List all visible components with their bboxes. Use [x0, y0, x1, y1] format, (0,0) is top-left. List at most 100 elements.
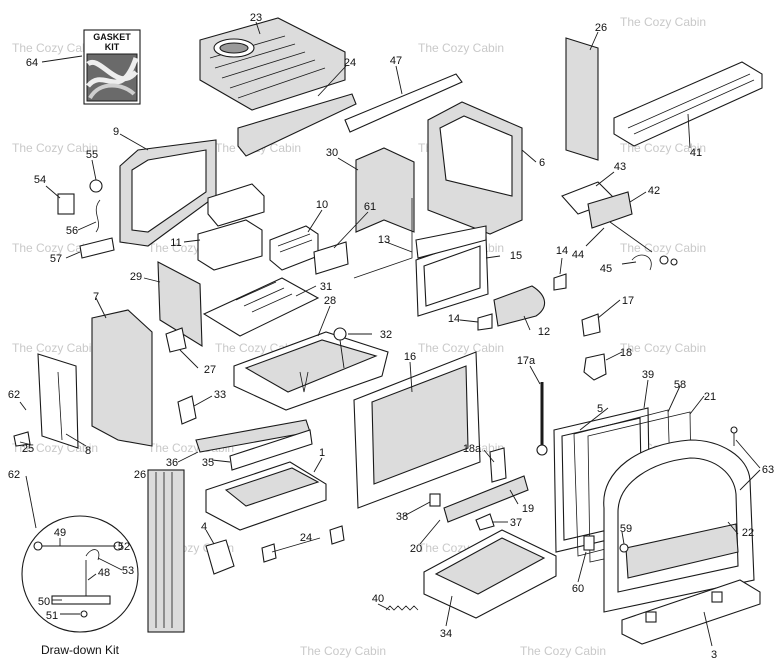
- insulation-strip: [313, 241, 349, 275]
- callout-62: 62: [8, 469, 20, 481]
- side-trim-left: [37, 353, 79, 449]
- firebox-body: [427, 101, 523, 235]
- callout-57: 57: [50, 253, 62, 265]
- callout-44: 44: [572, 249, 584, 261]
- door-latch: [583, 353, 607, 381]
- callout-33: 33: [214, 389, 226, 401]
- watermark: The Cozy Cabin: [520, 644, 606, 658]
- callout-35: 35: [202, 457, 214, 469]
- callout-62: 62: [8, 389, 20, 401]
- callout-14: 14: [556, 245, 568, 257]
- callout-18a: 18a: [463, 443, 482, 455]
- hinge-pin: [583, 535, 595, 551]
- left-side-panel: [119, 139, 217, 247]
- callout-5: 5: [597, 403, 603, 415]
- callout-25: 25: [22, 443, 34, 455]
- callout-29: 29: [130, 271, 142, 283]
- callout-60: 60: [572, 583, 584, 595]
- callout-17: 17: [622, 295, 634, 307]
- callout-55: 55: [86, 149, 98, 161]
- callout-26: 26: [134, 469, 146, 481]
- gasket-kit-subtitle: KIT: [105, 42, 120, 52]
- callout-15: 15: [510, 250, 522, 262]
- callout-22: 22: [742, 527, 754, 539]
- clip-24: [261, 543, 277, 563]
- callout-48: 48: [98, 567, 110, 579]
- hinge-bracket: [581, 313, 601, 337]
- callout-64: 64: [26, 57, 38, 69]
- ash-pan-bracket: [205, 539, 235, 575]
- callout-40: 40: [372, 593, 384, 605]
- baffle-curved-panel: [355, 147, 415, 233]
- watermark: The Cozy Cabin: [418, 341, 504, 355]
- air-control-knob: [89, 179, 103, 193]
- callout-24: 24: [300, 532, 312, 544]
- bottom-plate: [205, 461, 327, 531]
- front-door: [603, 439, 755, 613]
- callout-14: 14: [448, 313, 460, 325]
- callout-12: 12: [538, 326, 550, 338]
- callout-38: 38: [396, 511, 408, 523]
- callout-7: 7: [93, 291, 99, 303]
- baffle-support-bar: [344, 73, 463, 133]
- callout-52: 52: [118, 541, 130, 553]
- callout-45: 45: [600, 263, 612, 275]
- callout-labels: 23 24 47 26 64 9 55 54 56 57 11 10 30 61…: [8, 12, 774, 661]
- watermark: The Cozy Cabin: [12, 141, 98, 155]
- callout-42: 42: [648, 185, 660, 197]
- callout-9: 9: [113, 126, 119, 138]
- callout-27: 27: [204, 364, 216, 376]
- watermark: The Cozy Cabin: [620, 341, 706, 355]
- callout-56: 56: [66, 225, 78, 237]
- callout-39: 39: [642, 369, 654, 381]
- callout-3: 3: [711, 649, 717, 661]
- watermark: The Cozy Cabin: [418, 41, 504, 55]
- hook-part: [13, 431, 31, 447]
- callout-30: 30: [326, 147, 338, 159]
- callout-10: 10: [316, 199, 328, 211]
- callout-36: 36: [166, 457, 178, 469]
- small-key: [177, 395, 197, 425]
- curved-cover: [493, 285, 546, 327]
- inner-left-wall: [91, 309, 153, 447]
- top-plate: [613, 61, 763, 147]
- callout-31: 31: [320, 281, 332, 293]
- callout-13: 13: [378, 234, 390, 246]
- watermark: The Cozy Cabin: [620, 141, 706, 155]
- callout-11: 11: [170, 237, 181, 249]
- callout-63: 63: [762, 464, 774, 476]
- gasket-kit: GASKET KIT: [83, 29, 141, 105]
- door-gasket-rope: [353, 198, 413, 279]
- callout-19: 19: [522, 503, 534, 515]
- rear-shield-small: [79, 237, 115, 259]
- watermark: The Cozy Cabin: [620, 15, 706, 29]
- slide-knob: [475, 513, 495, 531]
- ash-lip-frame: [415, 225, 489, 317]
- clip-small-2: [477, 313, 493, 331]
- door-handle-bolt: [619, 543, 629, 553]
- callout-8: 8: [85, 445, 91, 457]
- ash-pan: [423, 529, 557, 619]
- spring-wire: [95, 199, 101, 233]
- callout-6: 6: [539, 157, 545, 169]
- small-spacer: [429, 493, 441, 507]
- callout-26: 26: [595, 22, 607, 34]
- callout-4: 4: [201, 521, 207, 533]
- watermark: The Cozy Cabin: [12, 41, 98, 55]
- callout-37: 37: [510, 517, 522, 529]
- callout-1: 1: [319, 447, 325, 459]
- bracket-plate: [57, 193, 75, 215]
- callout-43: 43: [614, 161, 626, 173]
- callout-47: 47: [390, 55, 402, 67]
- callout-34: 34: [440, 628, 452, 640]
- draw-down-kit-caption: Draw-down Kit: [41, 643, 120, 657]
- side-heat-shield-right: [565, 37, 599, 161]
- clip-24-b: [329, 525, 345, 545]
- latch-plate: [489, 447, 507, 483]
- gasket-kit-title: GASKET: [93, 32, 131, 42]
- draw-down-kit: Draw-down Kit: [21, 515, 139, 657]
- ash-tray: [233, 331, 389, 411]
- firebox-floor-plate: [202, 277, 320, 337]
- front-frame: [353, 351, 481, 509]
